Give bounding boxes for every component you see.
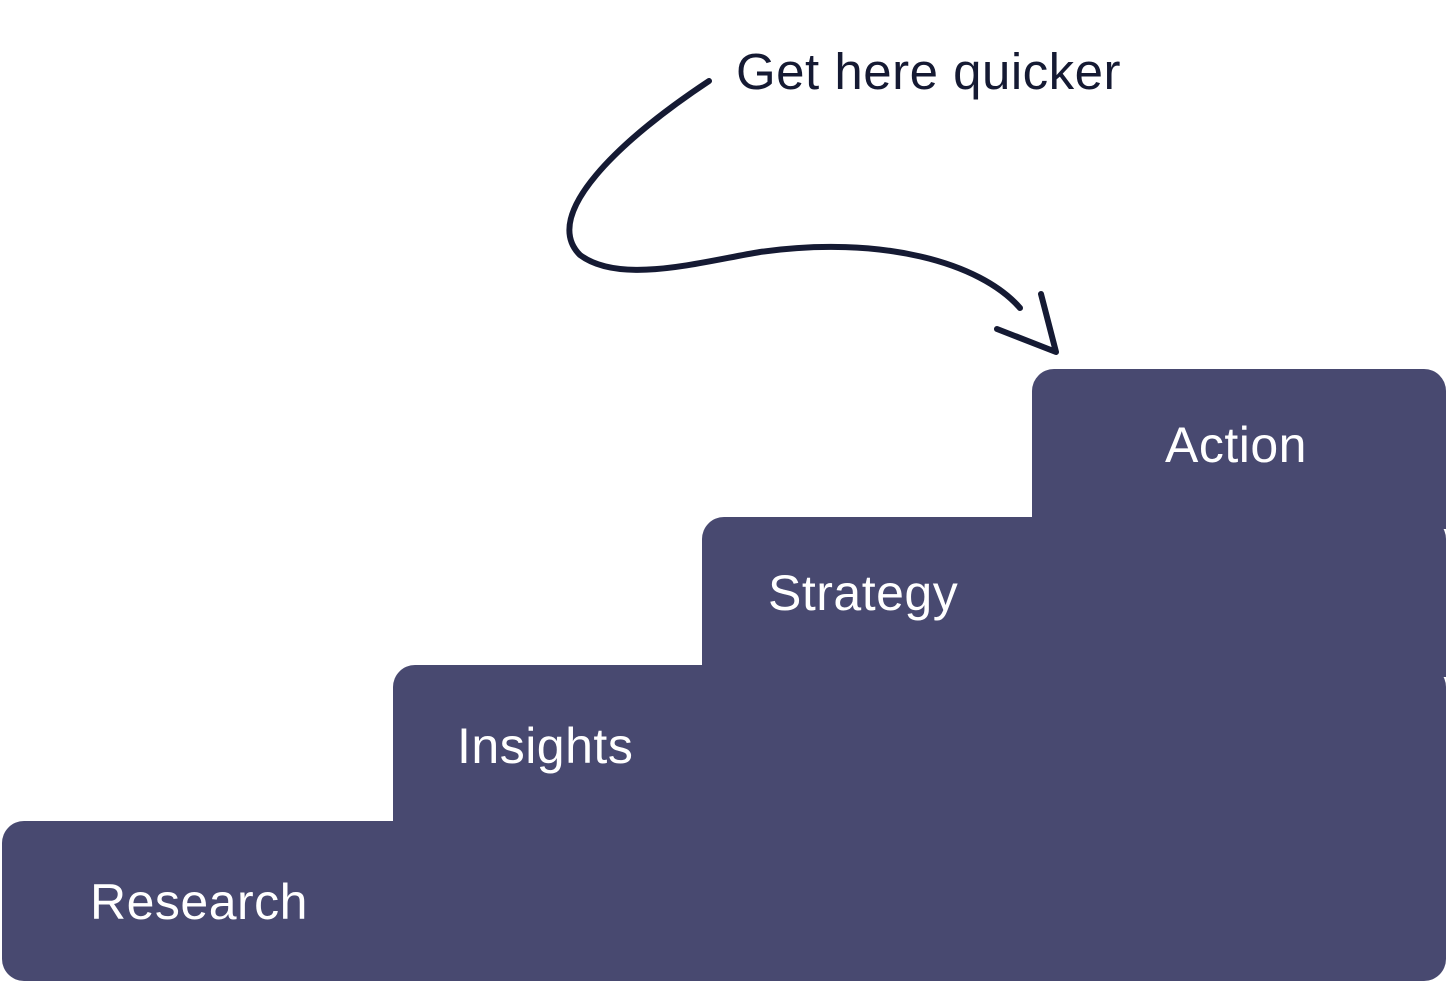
- step-label-research: Research: [90, 874, 308, 930]
- step-action: [1032, 369, 1446, 529]
- callout-text: Get here quicker: [736, 43, 1122, 100]
- step-label-insights: Insights: [457, 718, 634, 774]
- arrow-shaft: [566, 78, 1023, 311]
- step-label-action: Action: [1165, 417, 1307, 473]
- step-label-strategy: Strategy: [768, 565, 959, 621]
- step-insights: [393, 665, 1446, 835]
- arrow-head: [994, 291, 1059, 355]
- step-research: [2, 821, 1446, 981]
- step-strategy: [702, 517, 1446, 677]
